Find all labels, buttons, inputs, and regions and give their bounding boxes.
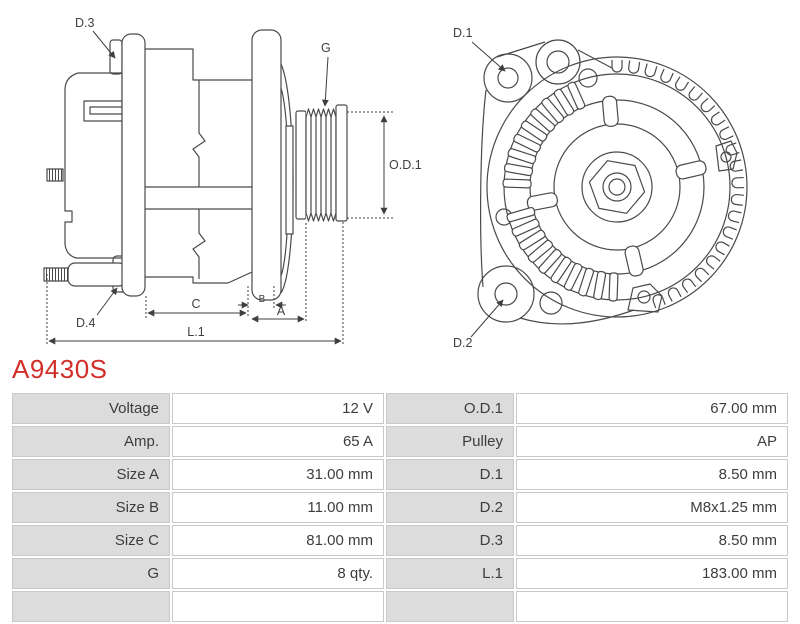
spec-value-cell: 8 qty.	[172, 558, 384, 589]
spec-value-cell: 183.00 mm	[516, 558, 788, 589]
body-bottom	[145, 271, 253, 284]
spec-row: Voltage 12 V O.D.1 67.00 mm	[12, 393, 788, 424]
leader-d1	[471, 41, 506, 72]
spec-label-cell: D.3	[386, 525, 514, 556]
spec-label-cell: G	[12, 558, 170, 589]
spec-value-cell: 12 V	[172, 393, 384, 424]
front-view-leaders	[470, 41, 506, 338]
pulley	[295, 104, 348, 222]
rim-outer	[486, 56, 748, 318]
dim-label-c: C	[191, 297, 200, 311]
terminal-slot	[83, 100, 122, 122]
leader-d2	[470, 299, 504, 338]
dim-label-od1: O.D.1	[389, 158, 422, 172]
spec-label-cell: Size B	[12, 492, 170, 523]
shaft-spacer	[285, 125, 294, 235]
spec-label-cell: D.2	[386, 492, 514, 523]
spec-row: Size B 11.00 mm D.2 M8x1.25 mm	[12, 492, 788, 523]
spec-value-cell: 81.00 mm	[172, 525, 384, 556]
dim-label-d1: D.1	[453, 26, 473, 40]
front-view	[477, 39, 748, 325]
rear-housing	[64, 72, 123, 259]
spec-value-cell: AP	[516, 426, 788, 457]
bottom-ear-hole	[494, 282, 518, 306]
spec-label-cell: Pulley	[386, 426, 514, 457]
spec-value-cell: 31.00 mm	[172, 459, 384, 490]
spec-table: Voltage 12 V O.D.1 67.00 mm Amp. 65 A Pu…	[10, 391, 790, 624]
spec-label-cell: Size A	[12, 459, 170, 490]
spec-label-cell: Voltage	[12, 393, 170, 424]
lower-lug	[67, 262, 127, 287]
rear-tab	[109, 39, 123, 75]
side-view-dimensions	[46, 30, 393, 345]
spec-label-cell	[12, 591, 170, 622]
spec-row: Amp. 65 A Pulley AP	[12, 426, 788, 457]
spec-value-cell	[172, 591, 384, 622]
bottom-hole	[539, 291, 563, 315]
spec-label-cell: Size C	[12, 525, 170, 556]
spec-value-cell: 67.00 mm	[516, 393, 788, 424]
spec-value-cell: 11.00 mm	[172, 492, 384, 523]
body-top	[145, 48, 252, 81]
leader-g	[321, 56, 329, 107]
spec-value-cell	[516, 591, 788, 622]
spec-row: Size C 81.00 mm D.3 8.50 mm	[12, 525, 788, 556]
dim-label-d4: D.4	[76, 316, 96, 330]
leader-d4	[96, 287, 118, 316]
shaft-end	[602, 172, 632, 202]
spec-label-cell: D.1	[386, 459, 514, 490]
leader-d3	[92, 30, 116, 59]
spec-label-cell: O.D.1	[386, 393, 514, 424]
shaft-nut	[588, 160, 646, 214]
spec-label-cell: Amp.	[12, 426, 170, 457]
stator-joint-lower	[192, 209, 206, 279]
mount-bracket	[121, 33, 146, 297]
right-tab	[715, 140, 738, 172]
dim-label-g: G	[321, 41, 331, 55]
spec-value-cell: M8x1.25 mm	[516, 492, 788, 523]
dim-label-d2: D.2	[453, 336, 473, 350]
spec-value-cell: 65 A	[172, 426, 384, 457]
alternator-technical-drawing: D.3 G O.D.1 D.4 C B A L.1	[43, 16, 748, 350]
top-boss	[535, 39, 581, 85]
top-ear-hole	[497, 67, 519, 89]
spec-label-cell	[386, 591, 514, 622]
bottom-boss	[627, 283, 663, 313]
mid-band	[145, 186, 252, 210]
vent-slots-upper	[502, 80, 587, 189]
plate-top-hole	[578, 68, 598, 88]
dim-label-a: A	[277, 304, 286, 318]
stud-bottom	[43, 267, 69, 282]
spec-value-cell: 8.50 mm	[516, 525, 788, 556]
part-number: A9430S	[12, 354, 108, 384]
stator-joint-upper	[192, 80, 206, 187]
dim-label-l1: L.1	[187, 325, 204, 339]
top-boss-hole	[546, 50, 570, 74]
spec-value-cell: 8.50 mm	[516, 459, 788, 490]
side-view	[43, 29, 348, 301]
spec-row-partial	[12, 591, 788, 622]
bottom-ear	[477, 265, 535, 323]
top-ear	[483, 53, 533, 103]
dim-label-d3: D.3	[75, 16, 95, 30]
spec-label-cell: L.1	[386, 558, 514, 589]
stud-top	[46, 168, 64, 182]
dim-label-b: B	[259, 294, 266, 305]
shaft-thread	[608, 178, 626, 196]
spec-row: Size A 31.00 mm D.1 8.50 mm	[12, 459, 788, 490]
spec-row: G 8 qty. L.1 183.00 mm	[12, 558, 788, 589]
front-bracket	[251, 29, 282, 301]
